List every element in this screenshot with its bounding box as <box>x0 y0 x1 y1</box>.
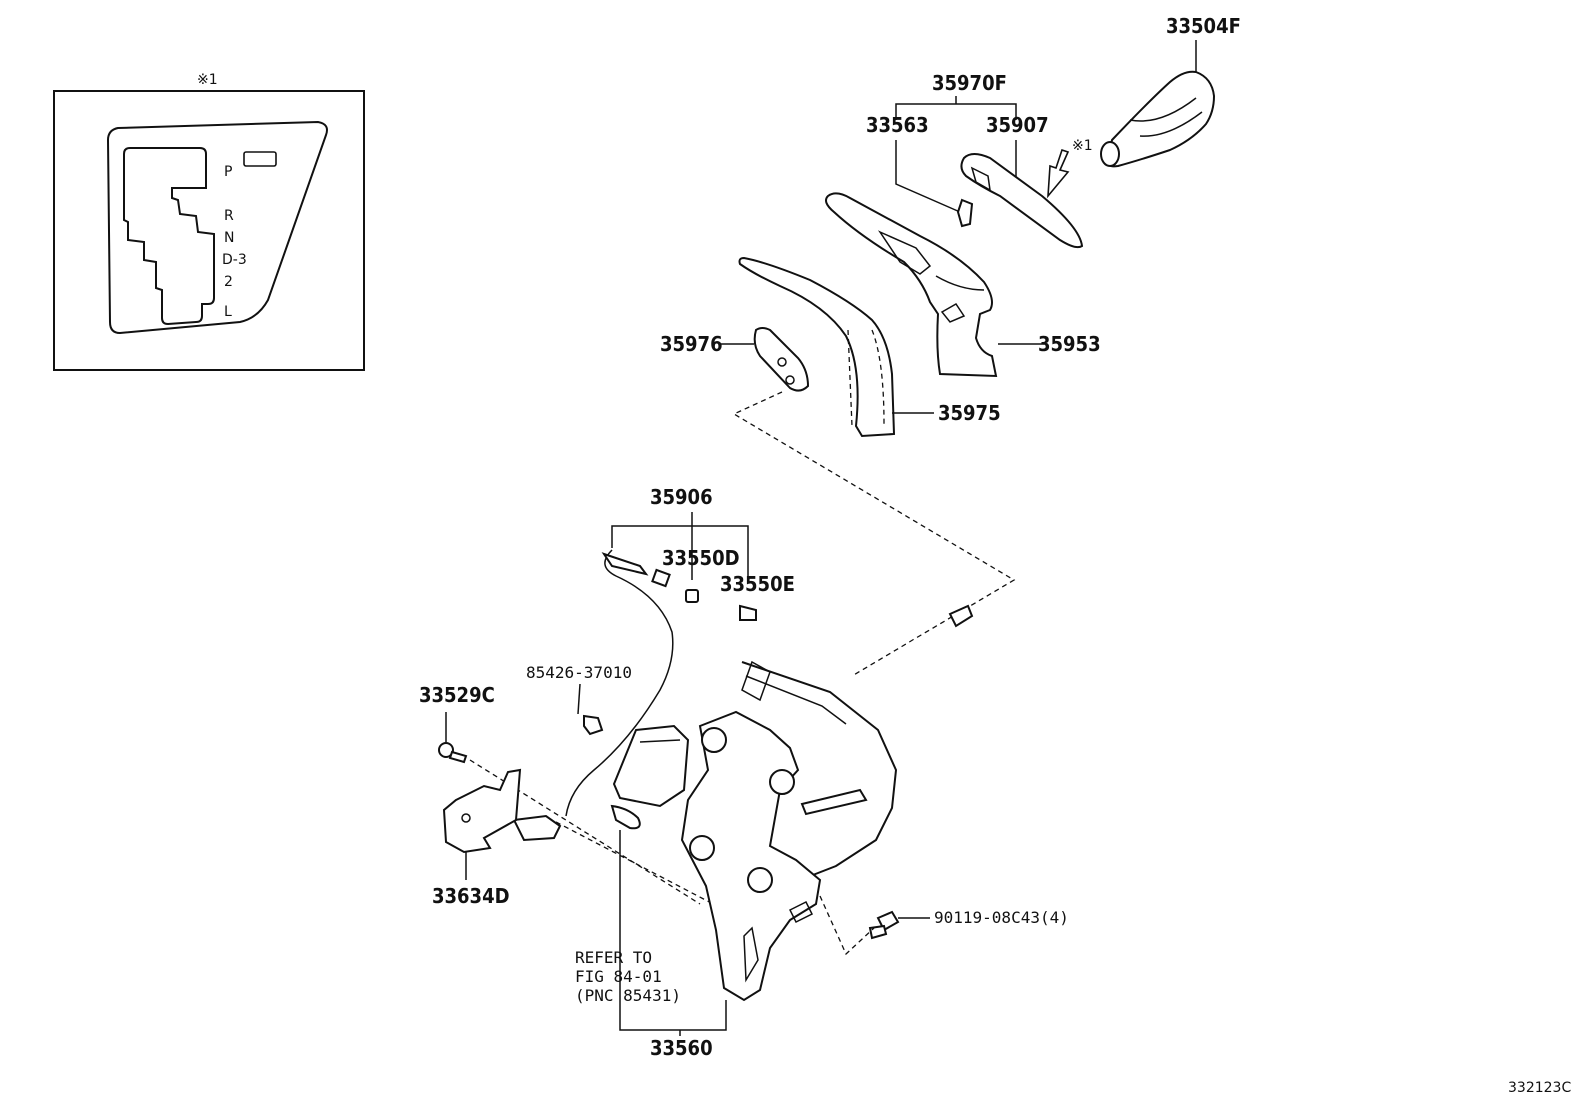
bracket-33634d <box>442 768 522 880</box>
bracket-body <box>442 768 522 854</box>
knob-seam-2 <box>1139 111 1203 137</box>
gate-inset: ※1 P R N D-3 2 L <box>53 72 365 371</box>
gate-position-r: R <box>224 208 234 224</box>
label-35907: 35907 <box>986 113 1049 137</box>
bolt-shank <box>868 924 888 940</box>
gate-plate-outline <box>106 120 328 335</box>
housing-slot <box>745 675 847 725</box>
indicator-sub-piece <box>956 198 974 228</box>
knob-bore <box>1100 141 1120 167</box>
dust-cover-stitch-left <box>847 329 853 427</box>
bulb-small <box>583 714 604 736</box>
refer-note-line-1: REFER TO <box>575 948 652 967</box>
bolt-90119 <box>868 910 930 940</box>
socket-d <box>685 589 699 603</box>
harness-wire <box>565 549 674 817</box>
housing-tab <box>741 660 771 702</box>
lever-thread <box>948 604 974 628</box>
gate-cover <box>825 192 1044 378</box>
label-35906: 35906 <box>650 485 713 509</box>
gate-position-l: L <box>224 304 232 320</box>
gate-position-n: N <box>224 230 234 246</box>
view-arrow: ※1 <box>1047 138 1093 199</box>
dust-cover-body <box>738 256 896 438</box>
lever-rod-outline <box>847 617 959 725</box>
label-33634d: 33634D <box>432 884 510 908</box>
base-rib <box>743 926 759 983</box>
base-link <box>800 788 868 816</box>
figure-code: 332123C <box>1508 1080 1571 1096</box>
label-33550d: 33550D <box>662 546 740 570</box>
knob-body <box>1106 70 1216 168</box>
shift-lever-assembly <box>680 604 974 1002</box>
solenoid-body <box>612 724 690 808</box>
gate-lamp-window <box>243 151 277 167</box>
base-pivot-4 <box>747 867 773 893</box>
gate-position-2: 2 <box>224 274 233 290</box>
base-pivot-3 <box>689 835 715 861</box>
harness-plug <box>601 552 649 576</box>
leader-33563 <box>895 140 961 213</box>
indicator-plate <box>956 153 1084 249</box>
guide-line-upper <box>732 391 1016 677</box>
label-35976: 35976 <box>660 332 723 356</box>
assembly-base <box>680 710 822 1002</box>
leader-85426 <box>577 683 581 715</box>
base-pivot-1 <box>701 727 727 753</box>
gate-position-d3: D-3 <box>222 252 247 268</box>
slide-plate <box>720 327 810 392</box>
base-slot <box>788 900 814 924</box>
indicator-plate-tab <box>970 166 991 192</box>
inset-ref-mark: ※1 <box>197 72 218 88</box>
label-85426-37010: 85426-37010 <box>526 663 632 682</box>
gate-cover-edge <box>935 275 985 291</box>
solenoid-plunger <box>610 804 641 830</box>
screw-head <box>438 742 454 758</box>
refer-note-line-3: (PNC 85431) <box>575 986 681 1005</box>
view-arrow-icon <box>1047 148 1070 199</box>
gate-cover-lip <box>877 230 932 275</box>
dust-cover <box>738 256 934 438</box>
slide-plate-body <box>753 327 810 392</box>
bracket-35906 <box>611 525 749 576</box>
guide-line-bolt <box>819 895 875 956</box>
view-ref-mark: ※1 <box>1072 138 1093 154</box>
bracket-33560 <box>619 1000 727 1031</box>
label-90119: 90119-08C43(4) <box>934 908 1069 927</box>
bulb-e <box>739 604 757 621</box>
label-33504f: 33504F <box>1166 14 1241 38</box>
screw-shank <box>448 750 468 764</box>
indicator-plate-body <box>960 153 1084 249</box>
label-35970f: 35970F <box>932 71 1007 95</box>
refer-note-line-2: FIG 84-01 <box>575 967 662 986</box>
label-35953: 35953 <box>1038 332 1101 356</box>
label-33560: 33560 <box>650 1036 713 1060</box>
knob-seam <box>1129 97 1197 122</box>
bracket-hole <box>461 813 471 823</box>
label-35975: 35975 <box>938 401 1001 425</box>
gate-cover-clip <box>940 303 966 323</box>
shift-knob <box>1100 40 1216 168</box>
bulb-harness <box>512 549 757 842</box>
label-33529c: 33529C <box>419 683 495 707</box>
dust-cover-stitch-right <box>871 329 885 425</box>
harness-connector <box>512 814 562 842</box>
base-pivot-2 <box>769 769 795 795</box>
shift-lock-solenoid <box>610 724 690 1022</box>
gate-cover-body <box>825 192 998 378</box>
slide-plate-hole-2 <box>785 375 795 385</box>
label-33550e: 33550E <box>720 572 795 596</box>
socket-head <box>651 568 671 588</box>
slide-plate-hole <box>777 357 787 367</box>
lever-rod-fill <box>845 615 960 725</box>
screw-33529c <box>438 742 468 764</box>
solenoid-line <box>639 739 681 743</box>
gate-position-p: P <box>224 164 232 180</box>
inset-frame <box>53 90 365 371</box>
label-33563: 33563 <box>866 113 929 137</box>
gate-slot <box>123 147 215 326</box>
